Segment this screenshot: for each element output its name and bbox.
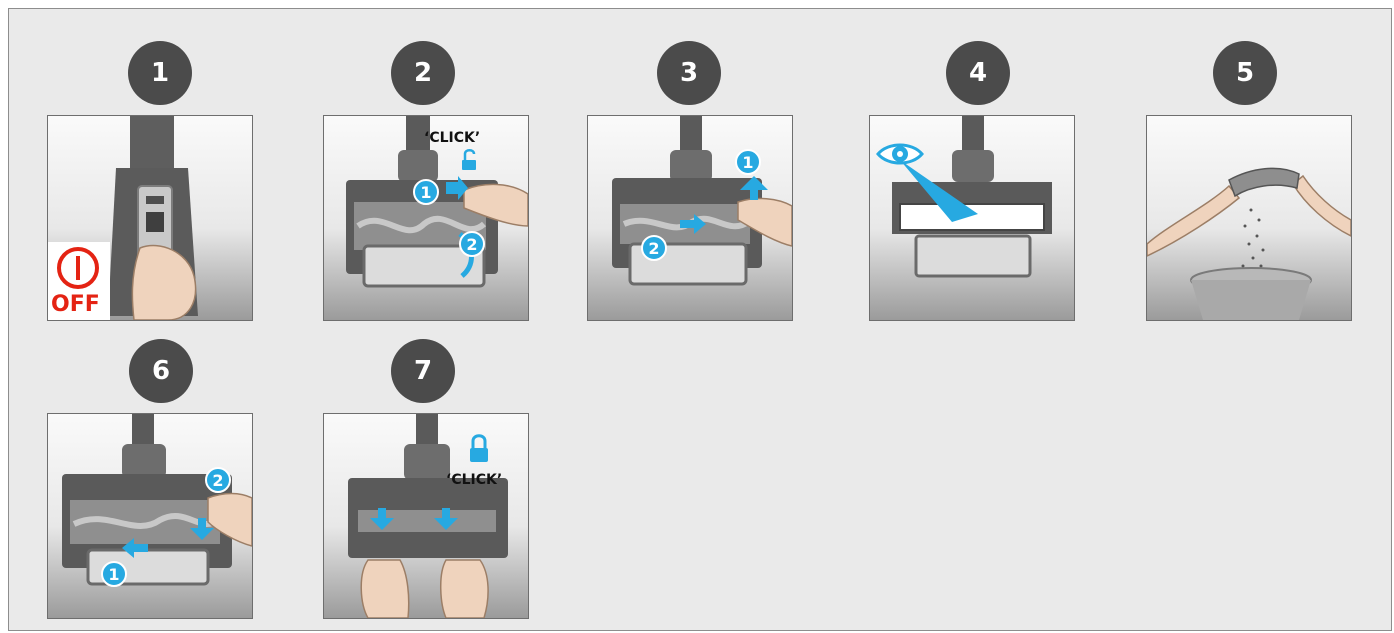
step-marker-2: 2 — [460, 232, 484, 256]
svg-text:2: 2 — [648, 239, 659, 258]
lock-icon — [470, 436, 488, 462]
step-number-badge: 7 — [391, 339, 455, 403]
step-marker-1: 1 — [414, 180, 438, 204]
step-illustration: OFF — [47, 115, 253, 321]
click-label: ‘CLICK’ — [446, 472, 502, 488]
step-marker-2: 2 — [642, 236, 666, 260]
step-illustration — [869, 115, 1075, 321]
step-illustration: 1 2 — [587, 115, 793, 321]
svg-text:2: 2 — [212, 471, 223, 490]
step-number-badge: 1 — [128, 41, 192, 105]
step-illustration: ‘CLICK’ 1 2 — [323, 115, 529, 321]
svg-text:1: 1 — [108, 565, 119, 584]
step-number-badge: 3 — [657, 41, 721, 105]
cleaner-head-unlock-illustration: ‘CLICK’ 1 2 — [324, 116, 528, 320]
inspect-illustration — [870, 116, 1074, 320]
step-illustration: ‘CLICK’ — [323, 413, 529, 619]
cleaner-head-lock-illustration: ‘CLICK’ — [324, 414, 528, 618]
handle-off-illustration: OFF — [48, 116, 252, 320]
step-illustration — [1146, 115, 1352, 321]
step-number-badge: 5 — [1213, 41, 1277, 105]
click-label: ‘CLICK’ — [424, 130, 480, 146]
step-marker-2: 2 — [206, 468, 230, 492]
off-label: OFF — [51, 292, 100, 317]
step-number-badge: 6 — [129, 339, 193, 403]
step-marker-1: 1 — [102, 562, 126, 586]
step-illustration: 2 1 — [47, 413, 253, 619]
svg-text:1: 1 — [742, 153, 753, 172]
empty-debris-illustration — [1147, 116, 1351, 320]
svg-text:1: 1 — [420, 183, 431, 202]
step-number-badge: 4 — [946, 41, 1010, 105]
brushbar-removal-illustration: 1 2 — [588, 116, 792, 320]
instruction-sheet: 1 OFF 2 — [8, 8, 1392, 631]
svg-text:2: 2 — [466, 235, 477, 254]
unlock-icon — [462, 150, 476, 170]
step-marker-1: 1 — [736, 150, 760, 174]
brushbar-refit-illustration: 2 1 — [48, 414, 252, 618]
step-number-badge: 2 — [391, 41, 455, 105]
eye-icon — [878, 145, 922, 163]
